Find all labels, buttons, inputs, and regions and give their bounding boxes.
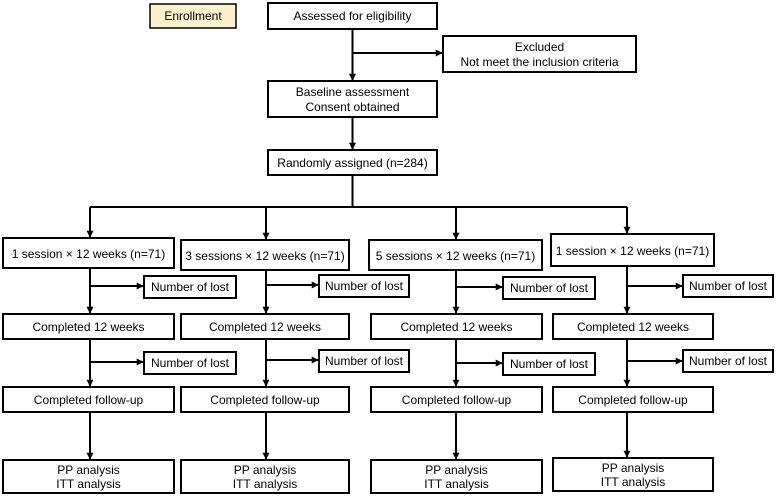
arm-1: 1 session × 12 weeks (n=71) Number of lo…: [2, 237, 237, 494]
arm-4-completed-label: Completed 12 weeks: [577, 320, 689, 334]
arm-1-pp-label: PP analysis: [57, 463, 119, 477]
arm-3-group-label: 5 sessions × 12 weeks (n=71): [376, 249, 535, 263]
arm-4-lost-2-label: Number of lost: [689, 354, 768, 368]
arm-3-itt-label: ITT analysis: [424, 477, 488, 491]
arm-3-lost-1-label: Number of lost: [510, 281, 589, 295]
arm-3-followup-label: Completed follow-up: [402, 393, 512, 407]
arm-1-group-label: 1 session × 12 weeks (n=71): [12, 247, 165, 261]
arm-2-followup-label: Completed follow-up: [210, 393, 320, 407]
arm-4-followup-label: Completed follow-up: [578, 393, 688, 407]
excluded-label: Excluded: [515, 40, 564, 54]
assessed-label: Assessed for eligibility: [293, 9, 411, 23]
randomized-box: Randomly assigned (n=284): [267, 149, 438, 176]
arm-3: 5 sessions × 12 weeks (n=71) Number of l…: [368, 239, 596, 494]
arm-2-completed-label: Completed 12 weeks: [209, 320, 321, 334]
baseline-box: Baseline assessment Consent obtained: [267, 80, 438, 118]
arm-4: 1 session × 12 weeks (n=71) Number of lo…: [550, 233, 774, 492]
arm-1-followup-label: Completed follow-up: [34, 393, 144, 407]
enrollment-label: Enrollment: [164, 9, 222, 23]
arm-4-group-label: 1 session × 12 weeks (n=71): [556, 244, 709, 258]
arm-2-pp-label: PP analysis: [234, 463, 296, 477]
arm-4-itt-label: ITT analysis: [601, 475, 665, 489]
arm-2-lost-1-label: Number of lost: [325, 279, 404, 293]
arm-1-itt-label: ITT analysis: [56, 477, 120, 491]
arm-1-lost-1-label: Number of lost: [151, 280, 230, 294]
excluded-box: Excluded Not meet the inclusion criteria: [442, 35, 637, 73]
assessed-box: Assessed for eligibility: [267, 2, 438, 30]
arm-4-lost-1-label: Number of lost: [689, 279, 768, 293]
arm-2-lost-2-label: Number of lost: [325, 354, 404, 368]
arm-2: 3 sessions × 12 weeks (n=71) Number of l…: [180, 239, 410, 494]
randomized-label: Randomly assigned (n=284): [277, 156, 427, 170]
arm-1-lost-2-label: Number of lost: [151, 356, 230, 370]
enrollment-box: Enrollment: [149, 3, 237, 29]
arm-3-lost-2-label: Number of lost: [510, 357, 589, 371]
baseline-label: Baseline assessment: [296, 85, 410, 99]
arm-2-group-label: 3 sessions × 12 weeks (n=71): [185, 249, 344, 263]
consent-label: Consent obtained: [305, 100, 399, 114]
arm-1-completed-label: Completed 12 weeks: [32, 320, 144, 334]
arm-3-completed-label: Completed 12 weeks: [400, 320, 512, 334]
arm-3-pp-label: PP analysis: [425, 463, 487, 477]
arm-4-pp-label: PP analysis: [602, 461, 664, 475]
not-meet-label: Not meet the inclusion criteria: [460, 55, 618, 69]
arm-2-itt-label: ITT analysis: [233, 477, 297, 491]
